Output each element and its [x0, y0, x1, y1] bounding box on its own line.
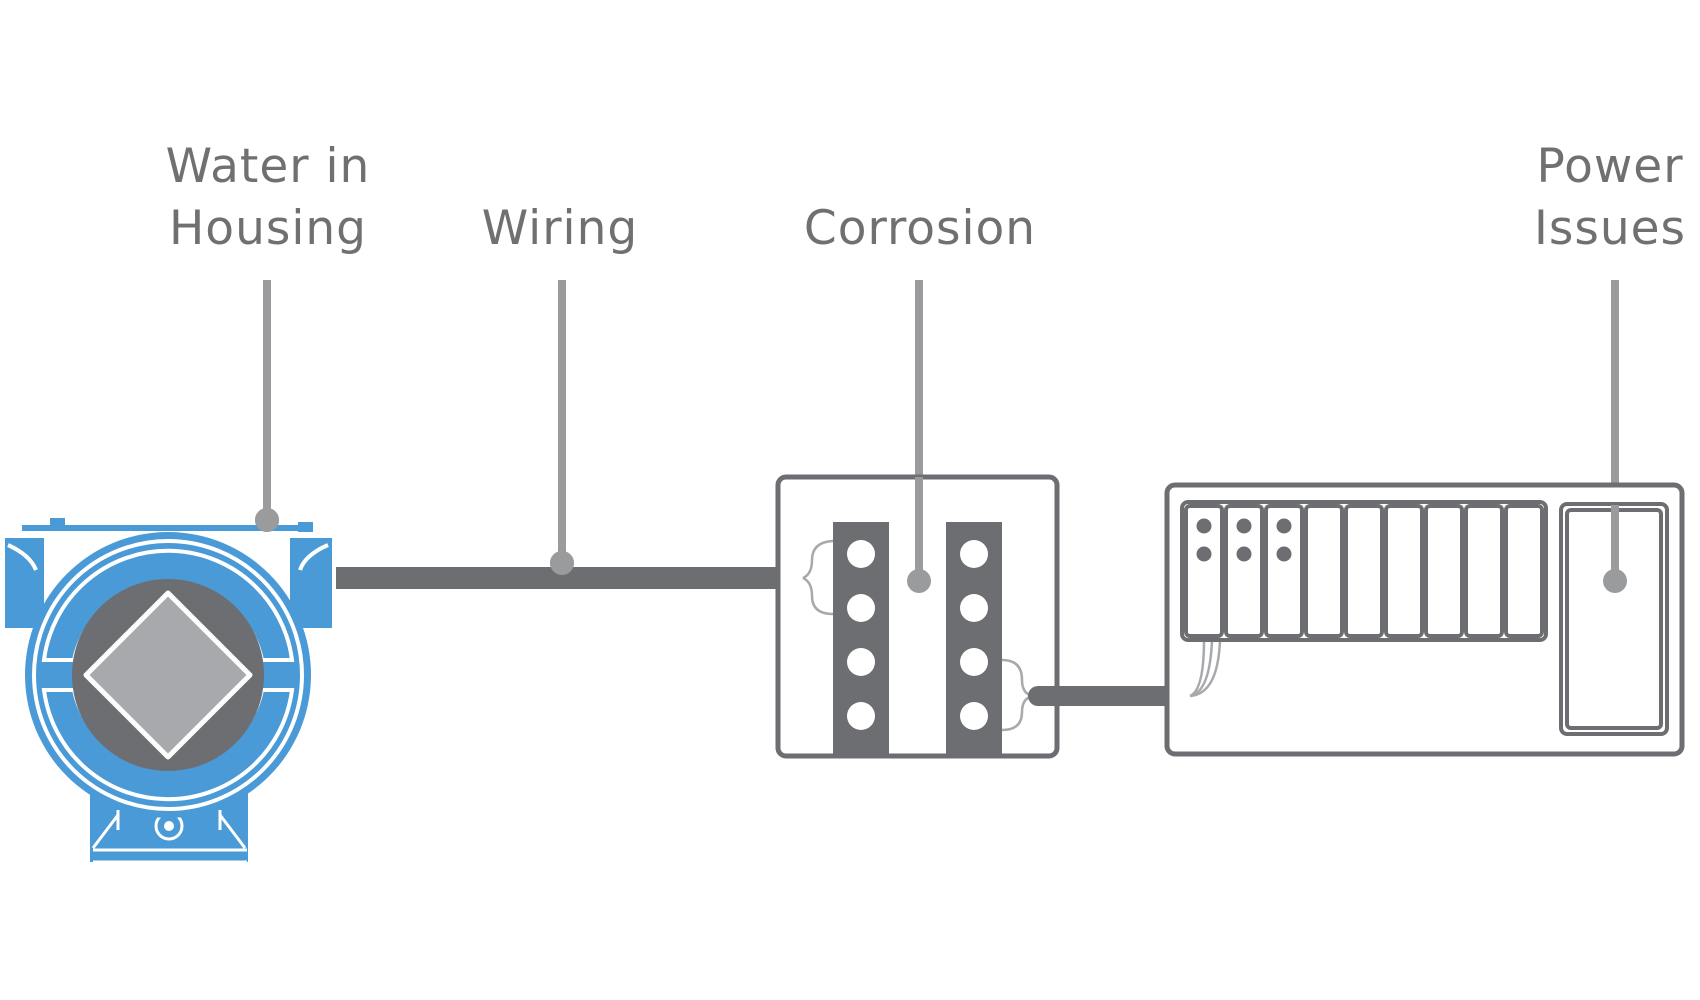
label-water-line2: Housing [168, 201, 368, 256]
conduit-left [5, 538, 44, 628]
label-wiring: Wiring [450, 198, 670, 260]
label-power-issues: Power Issues [1510, 136, 1700, 260]
junction-box [775, 474, 1060, 759]
label-wiring-text: Wiring [481, 201, 639, 256]
label-power-line2: Issues [1533, 201, 1687, 256]
conduit-right [290, 538, 332, 628]
label-water-in-housing: Water in Housing [148, 136, 388, 260]
label-power-line1: Power [1536, 139, 1684, 194]
label-corrosion-text: Corrosion [803, 201, 1037, 256]
label-corrosion: Corrosion [780, 198, 1060, 260]
label-water-line1: Water in [165, 139, 371, 194]
display-screen [83, 590, 253, 760]
control-system-rack [1164, 482, 1685, 757]
io-cards [1184, 504, 1544, 638]
transmitter-icon [5, 518, 332, 864]
